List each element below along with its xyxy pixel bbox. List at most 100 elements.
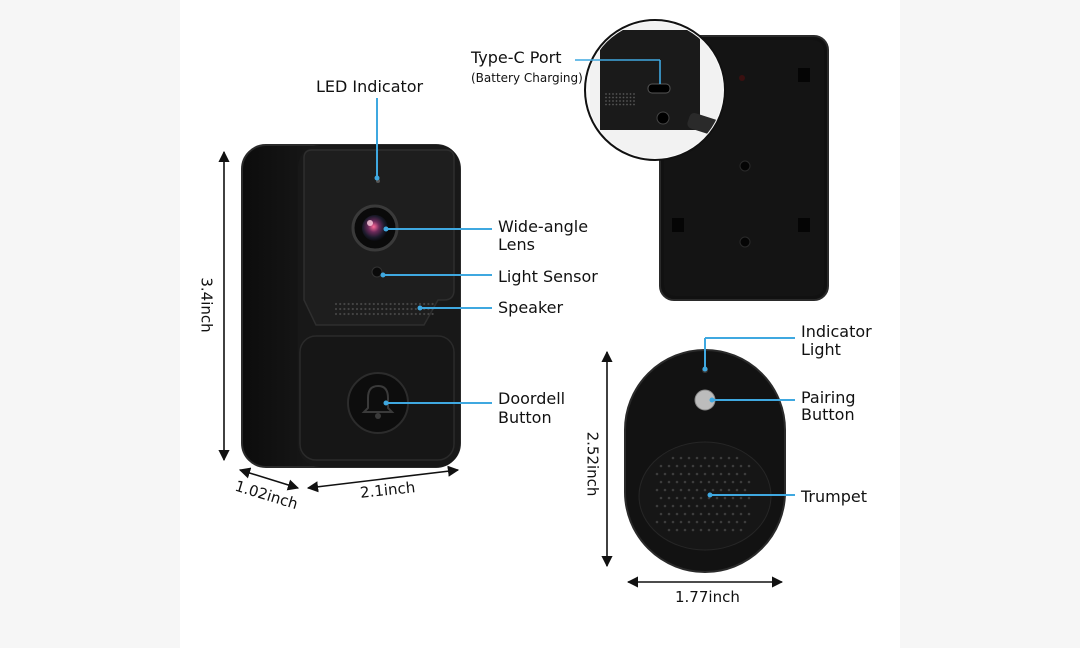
- speaker-hole: [385, 312, 388, 316]
- speaker-hole: [410, 307, 413, 311]
- speaker-hole: [414, 312, 417, 316]
- trumpet-hole: [715, 528, 719, 532]
- speaker-hole: [355, 307, 359, 311]
- zoom-grille-hole: [615, 103, 618, 106]
- trumpet-hole: [683, 464, 687, 468]
- chime-receiver: [624, 349, 786, 573]
- speaker-hole: [364, 302, 367, 306]
- zoom-grille-hole: [626, 100, 628, 102]
- trumpet-hole: [715, 464, 719, 468]
- trumpet-hole: [731, 464, 735, 468]
- trumpet-hole: [655, 472, 659, 476]
- speaker-hole: [339, 307, 342, 311]
- speaker-hole: [347, 302, 350, 306]
- trumpet-hole: [731, 528, 735, 532]
- speaker-hole: [423, 302, 426, 306]
- trumpet-hole: [727, 504, 731, 508]
- trumpet-hole: [723, 464, 727, 468]
- trumpet-hole: [703, 520, 707, 524]
- speaker-hole: [334, 312, 338, 316]
- speaker-hole: [343, 312, 346, 316]
- speaker-hole: [360, 312, 363, 316]
- zoom-grille-hole: [633, 96, 635, 99]
- trumpet-hole: [695, 472, 699, 476]
- trumpet-hole: [727, 520, 731, 524]
- speaker-hole: [339, 302, 342, 306]
- left-background-panel: [0, 0, 180, 648]
- zoom-grille-hole: [626, 103, 628, 106]
- trumpet-hole: [719, 472, 723, 476]
- trumpet-hole: [703, 504, 707, 508]
- speaker-hole: [347, 307, 350, 311]
- trumpet-hole: [703, 456, 707, 460]
- chime-height-label: 2.52inch: [583, 431, 602, 497]
- zoom-grille-hole: [619, 93, 621, 95]
- trumpet-hole: [727, 456, 731, 460]
- speaker-hole: [355, 302, 359, 306]
- trumpet-hole: [743, 488, 747, 492]
- trumpet-hole: [735, 456, 739, 460]
- trumpet-hole: [719, 520, 723, 524]
- speaker-hole: [402, 302, 405, 306]
- speaker-hole: [402, 307, 405, 311]
- speaker-hole: [431, 302, 434, 306]
- speaker-hole: [334, 302, 338, 306]
- speaker-hole: [334, 307, 338, 311]
- speaker-hole: [385, 307, 388, 311]
- trumpet-hole: [659, 496, 663, 500]
- trumpet-hole: [703, 488, 707, 492]
- trumpet-hole: [739, 528, 743, 532]
- pairing-button-label-line2: Button: [801, 405, 855, 424]
- trumpet-hole: [699, 496, 703, 500]
- speaker-hole: [381, 302, 384, 306]
- trumpet-hole: [743, 504, 747, 508]
- trumpet-hole: [707, 480, 711, 484]
- speaker-hole: [427, 312, 430, 316]
- trumpet-hole: [671, 456, 675, 460]
- trumpet-hole: [667, 464, 671, 468]
- speaker-hole: [372, 302, 375, 306]
- trumpet-hole: [711, 488, 715, 492]
- speaker-hole: [414, 302, 417, 306]
- indicator-light-label-line2: Light: [801, 340, 841, 359]
- trumpet-hole: [659, 480, 663, 484]
- wide-angle-lens-label-line1: Wide-angle: [498, 217, 589, 236]
- trumpet-hole: [679, 520, 683, 524]
- speaker-hole: [360, 302, 363, 306]
- zoom-grille-hole: [629, 96, 632, 99]
- zoom-grille-hole: [612, 93, 614, 95]
- type-c-zoom-inset: [584, 19, 726, 161]
- mount-slot-bl: [672, 218, 684, 232]
- zoom-grille-hole: [622, 103, 625, 106]
- trumpet-hole: [683, 528, 687, 532]
- trumpet-hole: [723, 528, 727, 532]
- type-c-port-label: Type-C Port: [471, 48, 562, 67]
- zoom-grille-hole: [608, 103, 611, 106]
- speaker-label: Speaker: [498, 298, 564, 317]
- zoom-grille-hole: [615, 93, 618, 95]
- speaker-hole: [423, 312, 426, 316]
- speaker-hole: [406, 312, 409, 316]
- speaker-hole: [410, 312, 413, 316]
- speaker-hole: [406, 302, 409, 306]
- trumpet-hole: [675, 464, 679, 468]
- trumpet-hole: [679, 488, 683, 492]
- speaker-hole: [372, 312, 375, 316]
- trumpet-hole: [691, 528, 695, 532]
- speaker-hole: [368, 302, 371, 306]
- screw-hole: [739, 236, 751, 248]
- lens-reflection: [367, 220, 373, 226]
- trumpet-hole: [671, 504, 675, 508]
- trumpet-hole: [747, 480, 751, 484]
- zoom-grille-hole: [605, 93, 607, 95]
- speaker-hole: [355, 312, 359, 316]
- zoom-grille-hole: [612, 103, 614, 106]
- zoom-grille-hole: [633, 100, 635, 102]
- trumpet-hole: [667, 512, 671, 516]
- speaker-hole: [364, 312, 367, 316]
- trumpet-hole: [715, 480, 719, 484]
- trumpet-hole: [691, 464, 695, 468]
- zoom-grille-hole: [629, 100, 632, 102]
- speaker-hole: [343, 302, 346, 306]
